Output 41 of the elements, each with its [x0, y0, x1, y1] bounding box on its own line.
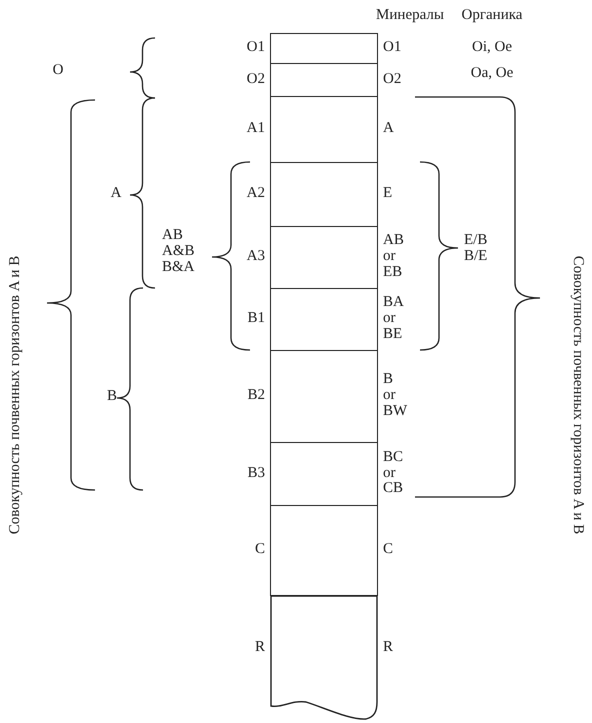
soil-layer — [270, 288, 378, 352]
mineral-horizon-label: C — [383, 542, 394, 558]
horizon-label: A3 — [246, 249, 265, 265]
horizon-label: A1 — [246, 121, 265, 137]
soil-layer — [270, 162, 378, 228]
bracket-label: B — [107, 389, 117, 405]
horizon-label: C — [254, 542, 265, 558]
column-heading: Минералы — [376, 8, 444, 24]
mineral-horizon-label: BC or CB — [383, 450, 404, 498]
soil-layer — [270, 350, 378, 444]
horizon-label: A2 — [246, 186, 265, 202]
soil-layer — [270, 442, 378, 506]
soil-layer — [270, 63, 378, 98]
soil-layer — [270, 33, 378, 64]
mineral-horizon-label: E — [383, 186, 392, 202]
horizon-label: B2 — [247, 388, 265, 404]
mineral-horizon-label: A — [383, 121, 394, 137]
column-heading: Органика — [462, 8, 522, 24]
mineral-horizon-label: O2 — [383, 72, 402, 88]
soil-layer — [270, 505, 378, 596]
vertical-caption: Совокупность почвенных горизонтов A и B — [569, 256, 585, 534]
soil-layer — [270, 96, 378, 164]
horizon-label: R — [254, 640, 265, 656]
bracket-label: A — [110, 186, 122, 202]
bracket-label: AB A&B B&A — [162, 228, 195, 276]
soil-layer — [270, 595, 378, 722]
organic-horizon-label: Oa, Oe — [470, 66, 514, 82]
mineral-horizon-label: AB or EB — [383, 233, 404, 281]
mineral-horizon-label: B or BW — [383, 372, 408, 420]
horizon-label: O2 — [246, 72, 265, 88]
horizon-label: O1 — [246, 40, 265, 56]
mineral-horizon-label: O1 — [383, 40, 402, 56]
organic-horizon-label: Oi, Oe — [472, 40, 512, 56]
horizon-label: B3 — [247, 466, 265, 482]
mineral-horizon-label: BA or BE — [383, 295, 404, 343]
mineral-horizon-label: R — [383, 640, 394, 656]
horizon-label: B1 — [247, 311, 265, 327]
bracket-label: E/B B/E — [464, 233, 488, 264]
bracket-label: O — [52, 63, 64, 79]
soil-layer — [270, 226, 378, 290]
vertical-caption: Совокупность почвенных горизонтов A и B — [8, 256, 24, 534]
